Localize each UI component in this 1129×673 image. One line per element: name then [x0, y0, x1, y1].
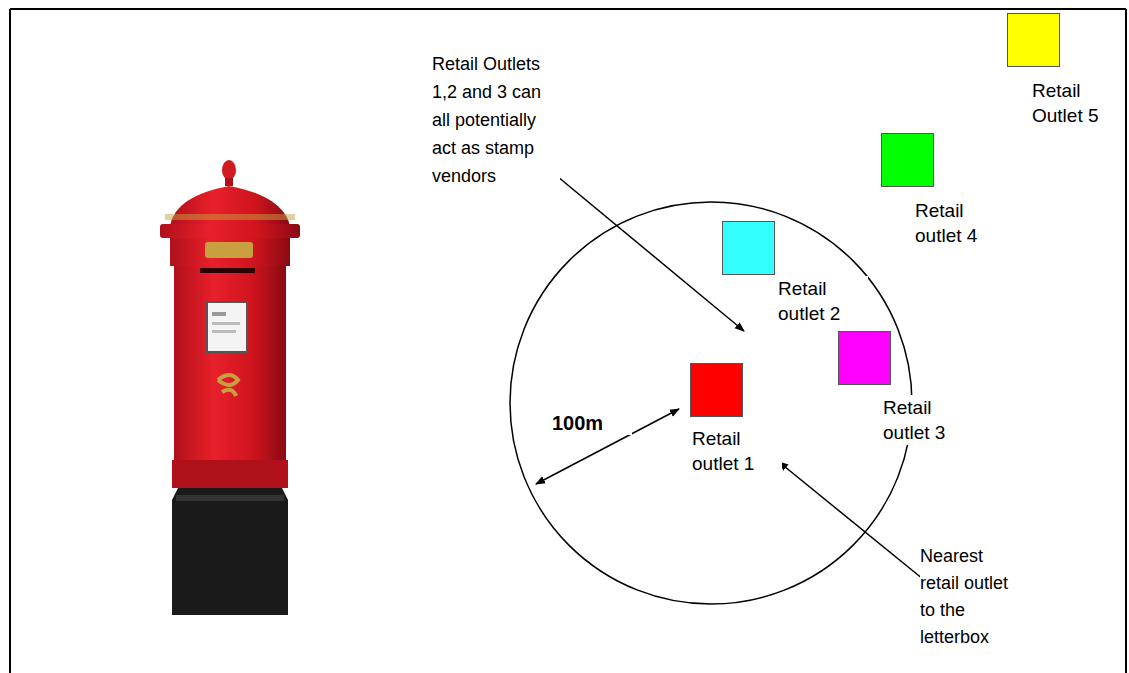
outlet-square [1007, 13, 1060, 67]
outlet-square [881, 133, 934, 187]
outlet-square [838, 331, 891, 385]
callout-note: Nearest retail outlet to the letterbox [920, 543, 1026, 651]
outlet-label: Retail outlet 4 [915, 198, 1005, 248]
dimension-arrow [536, 409, 679, 484]
retail-outlet: Retail outlet 1 [690, 363, 782, 476]
leader-arrow [779, 462, 934, 588]
post-box [160, 160, 300, 615]
outlet-square [690, 363, 743, 417]
outlet-label: Retail Outlet 5 [1032, 78, 1122, 128]
retail-outlet: Retail outlet 4 [881, 133, 1005, 248]
outlet-label: Retail outlet 1 [692, 426, 782, 476]
retail-outlet: Retail outlet 3 [838, 331, 973, 445]
radius-circle [510, 202, 912, 604]
callout-note: Retail Outlets 1,2 and 3 can all potenti… [432, 50, 560, 190]
leader-arrow [540, 162, 744, 331]
frame [10, 9, 1126, 673]
outlet-label: Retail outlet 3 [883, 395, 973, 445]
retail-outlet: Retail outlet 2 [722, 221, 868, 326]
outlet-label: Retail outlet 2 [778, 276, 868, 326]
outlet-square [722, 221, 775, 275]
dimension-label: 100m [552, 411, 632, 435]
retail-outlet: Retail Outlet 5 [1007, 13, 1122, 128]
